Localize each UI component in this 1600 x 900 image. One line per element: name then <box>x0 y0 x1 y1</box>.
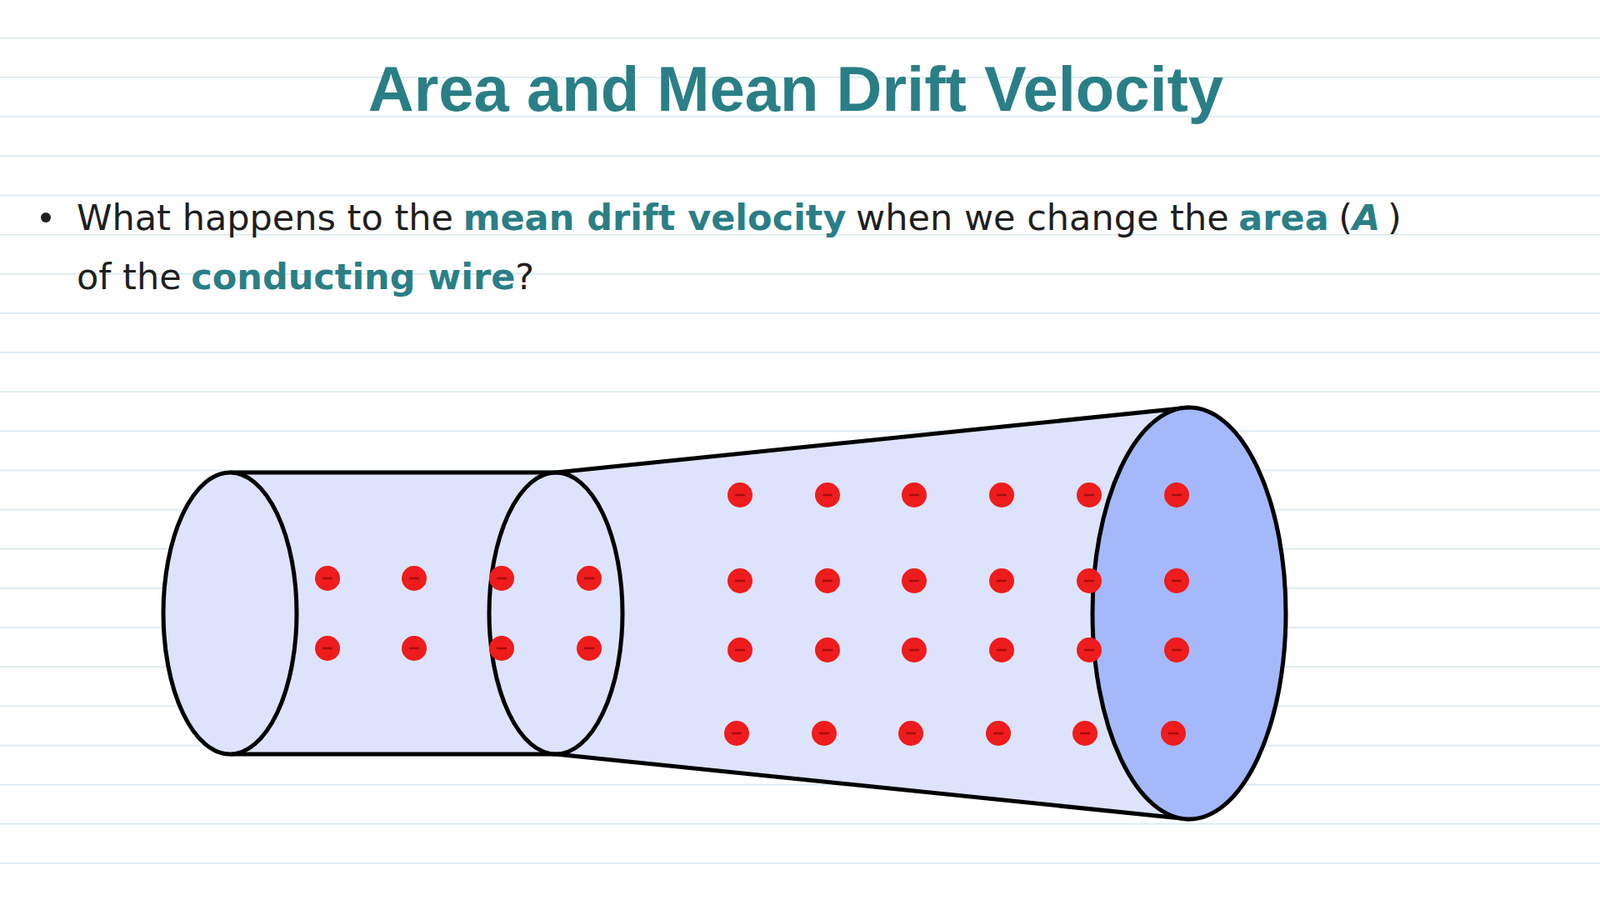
question-text: What happens to the <box>76 188 454 248</box>
question-text: of the <box>76 247 182 307</box>
electrons-wide <box>724 482 1190 746</box>
question-text: ) <box>1387 188 1402 248</box>
slide-title: Area and Mean Drift Velocity <box>0 47 1592 131</box>
cone-edge <box>555 407 1190 473</box>
key-term: conducting wire <box>190 247 515 307</box>
cone-end <box>1092 407 1286 820</box>
key-term: area <box>1238 188 1329 248</box>
question-text: when we change the <box>855 188 1230 248</box>
bullet-dot <box>40 212 51 223</box>
cylinder-end <box>163 472 297 755</box>
electrons-narrow <box>315 565 602 661</box>
cone-edge <box>555 754 1190 820</box>
cylinder-edge <box>230 752 556 757</box>
question-text: ? <box>515 247 535 307</box>
bullet-question: What happens to themean drift velocitywh… <box>76 188 1577 307</box>
cylinder-edge <box>230 470 556 475</box>
question-text: ( <box>1338 188 1353 248</box>
key-term: mean drift velocity <box>463 188 847 248</box>
key-term: A <box>1352 188 1380 248</box>
cylinder-joint <box>489 472 623 755</box>
